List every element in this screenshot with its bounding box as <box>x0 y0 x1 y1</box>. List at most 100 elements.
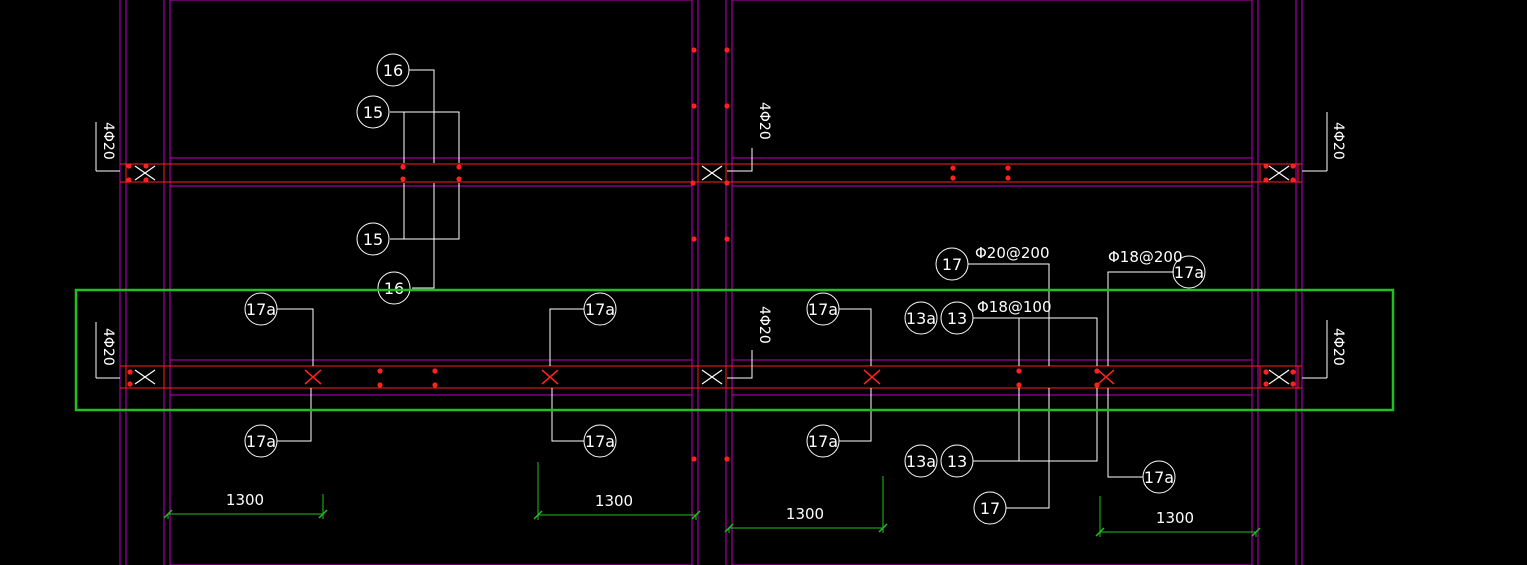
column-rebar-label: 4Φ20 <box>1330 328 1346 366</box>
rebar-dot <box>456 164 462 170</box>
rebar-dot <box>1016 382 1022 388</box>
mark-17-label: 17 <box>980 499 1000 518</box>
mark-17a-circle <box>244 424 278 458</box>
rebar-dot <box>691 456 697 462</box>
rebar-dot <box>126 177 132 183</box>
rebar-dot <box>1005 165 1011 171</box>
rebar-dot <box>377 368 383 374</box>
mark-17a-circle <box>806 292 840 326</box>
column-rebar-label: 4Φ20 <box>756 306 772 344</box>
column-cross <box>701 369 723 385</box>
mark-15-label: 15 <box>363 230 383 249</box>
mark-17a-circle <box>583 292 617 326</box>
rebar-dot <box>1263 163 1269 169</box>
mark-17a: 17a <box>244 292 278 326</box>
leader-line <box>727 148 753 172</box>
splice-chevron <box>541 369 552 385</box>
rebar-dot <box>432 382 438 388</box>
mark-17-circle <box>935 247 969 281</box>
dimension-tick <box>1251 527 1261 537</box>
mark-17a: 17a <box>806 292 840 326</box>
rebar-dot <box>1016 368 1022 374</box>
mark-13-circle <box>940 444 974 478</box>
column-box <box>697 163 727 183</box>
leader-line <box>551 388 584 442</box>
column-rebar-label: 4Φ20 <box>100 328 116 366</box>
rebar-dot <box>127 369 133 375</box>
beam-outlines <box>120 163 1302 389</box>
rebar-dot <box>1290 369 1296 375</box>
dim-1300-b: 1300 <box>533 462 701 520</box>
rebar-dot <box>950 175 956 181</box>
spec-phi18-200: Φ18@200 <box>1108 248 1183 266</box>
rebar-dot <box>724 180 730 186</box>
mark-15: 15 <box>356 95 390 129</box>
mark-17a: 17a <box>1172 255 1206 289</box>
mark-17a-label: 17a <box>585 432 615 451</box>
mark-17: 17 <box>973 491 1007 525</box>
rebar-dot <box>1094 368 1100 374</box>
mark-17a-label: 17a <box>1144 468 1174 487</box>
mark-13-circle <box>940 301 974 335</box>
dimension-label: 1300 <box>786 505 824 523</box>
splice-chevron <box>548 369 559 385</box>
mark-13-label: 13 <box>947 309 967 328</box>
mark-17-circle <box>973 491 1007 525</box>
mark-17a-label: 17a <box>808 432 838 451</box>
leader-line <box>277 308 314 366</box>
rebar-dot <box>143 177 149 183</box>
rebar-dot <box>456 176 462 182</box>
mark-17a-circle <box>244 292 278 326</box>
column-cross <box>1268 369 1290 385</box>
leader-line <box>968 263 1050 366</box>
mark-17a-label: 17a <box>1174 263 1204 282</box>
splice-chevron <box>1104 369 1115 385</box>
mark-17a-label: 17a <box>808 300 838 319</box>
mark-13a: 13a <box>904 301 938 335</box>
rebar-dot <box>1263 369 1269 375</box>
dimension-label: 1300 <box>226 491 264 509</box>
selection-highlight-box <box>74 288 1395 412</box>
leader-line <box>1006 388 1050 509</box>
leader-line <box>727 350 753 379</box>
column-rebar-label: 4Φ20 <box>756 102 772 140</box>
leader-line <box>390 111 460 163</box>
spec-phi20-200: Φ20@200 <box>975 244 1050 262</box>
rebar-dot <box>1005 175 1011 181</box>
leader-line <box>390 183 460 240</box>
column-cross <box>701 165 723 181</box>
leader-line <box>1107 388 1143 478</box>
leader-line <box>973 317 1098 366</box>
rebar-dot <box>432 368 438 374</box>
column-box <box>125 365 165 389</box>
mark-13a: 13a <box>904 444 938 478</box>
rebar-dot <box>724 103 730 109</box>
spec-phi18-100: Φ18@100 <box>977 298 1052 316</box>
mark-16-circle <box>377 271 411 305</box>
rebar-dot <box>1290 177 1296 183</box>
rebar-dot <box>724 47 730 53</box>
dimension-tick <box>1095 527 1105 537</box>
column-cross <box>134 165 156 181</box>
rebar-dot <box>1263 177 1269 183</box>
mark-17a: 17a <box>806 424 840 458</box>
rebar-dot <box>143 163 149 169</box>
rebar-dot <box>400 164 406 170</box>
column-rebar-label: 4Φ20 <box>100 122 116 160</box>
wall-outlines <box>119 0 1303 565</box>
rebar-dot <box>724 456 730 462</box>
mark-16-circle <box>376 53 410 87</box>
column-cross <box>134 369 156 385</box>
dimension-tick <box>318 509 328 519</box>
rebar-dot <box>724 236 730 242</box>
splice-chevron <box>863 369 874 385</box>
mark-13: 13 <box>940 444 974 478</box>
mark-15: 15 <box>356 222 390 256</box>
rebar-dot <box>126 163 132 169</box>
dimension-tick <box>533 510 543 520</box>
mark-16: 16 <box>376 53 410 87</box>
